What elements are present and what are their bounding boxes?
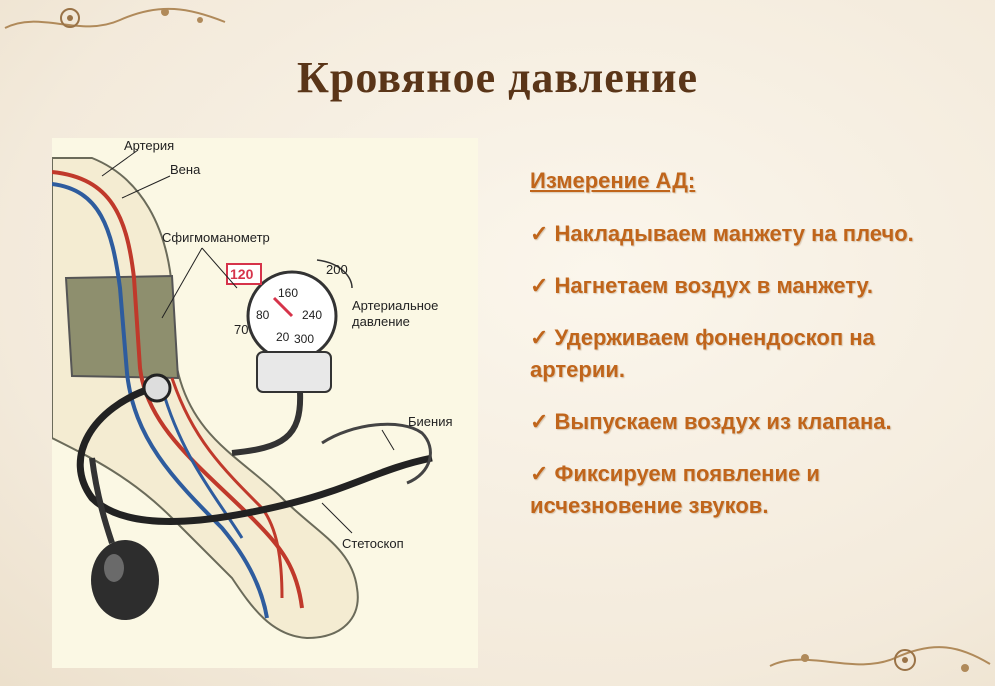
slide-title: Кровяное давление [0, 52, 995, 103]
corner-ornament-bottom-right [765, 636, 995, 686]
gauge-tick-160: 160 [278, 286, 298, 300]
gauge-tick-70: 70 [234, 322, 248, 337]
label-arterial-pressure-line1: Артериальное [352, 298, 438, 313]
step-item: ✓ Накладываем манжету на плечо. [530, 218, 970, 250]
label-arterial-pressure: Артериальное давление [352, 298, 438, 330]
gauge-tick-200: 200 [326, 262, 348, 277]
arm-diagram [52, 138, 478, 668]
label-sphygmomanometer: Сфигмоманометр [162, 230, 270, 245]
step-item: ✓ Нагнетаем воздух в манжету. [530, 270, 970, 302]
gauge-tick-80: 80 [256, 308, 269, 322]
label-arterial-pressure-line2: давление [352, 314, 410, 329]
inflation-bulb [91, 540, 159, 620]
label-stethoscope: Стетоскоп [342, 536, 404, 551]
label-artery: Артерия [124, 138, 174, 153]
gauge-tick-20: 20 [276, 330, 289, 344]
label-vein: Вена [170, 162, 200, 177]
steps-heading: Измерение АД: [530, 168, 970, 194]
corner-ornament-top-left [0, 0, 230, 40]
gauge-tube [232, 392, 300, 453]
step-item: ✓ Удерживаем фонендоскоп на артерии. [530, 322, 970, 386]
blood-pressure-illustration: Артерия Вена Сфигмоманометр 120 200 160 … [52, 138, 478, 668]
measurement-steps: Измерение АД: ✓ Накладываем манжету на п… [530, 168, 970, 542]
gauge-reading: 120 [230, 266, 253, 282]
step-item: ✓ Фиксируем появление и исчезновение зву… [530, 458, 970, 522]
step-item: ✓ Выпускаем воздух из клапана. [530, 406, 970, 438]
chest-piece [144, 375, 170, 401]
gauge-tick-300: 300 [294, 332, 314, 346]
gauge-tick-240: 240 [302, 308, 322, 322]
label-beats: Биения [408, 414, 453, 429]
